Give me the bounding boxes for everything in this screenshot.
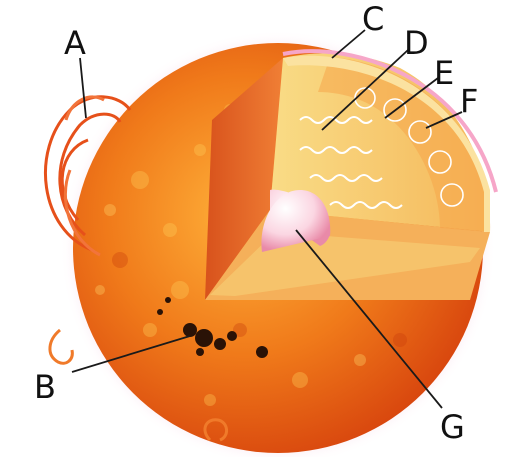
label-c: C [362, 0, 384, 38]
label-f: F [460, 82, 478, 120]
leader-a [80, 58, 86, 118]
label-b: B [34, 368, 56, 406]
label-a: A [64, 24, 86, 62]
label-e: E [434, 54, 454, 92]
label-g: G [440, 408, 465, 446]
label-d: D [404, 24, 429, 62]
